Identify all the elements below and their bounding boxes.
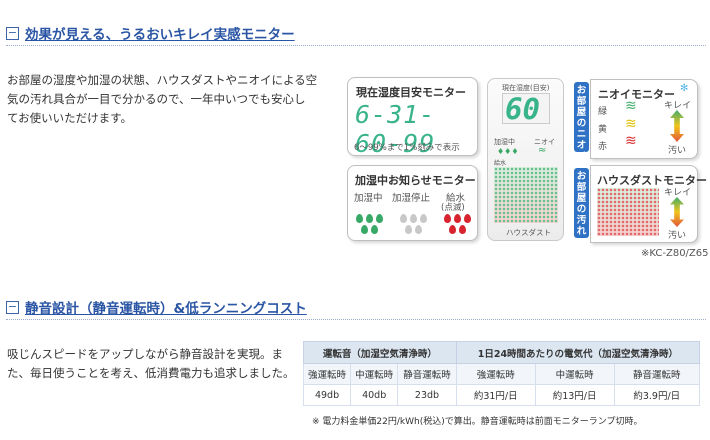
panel-title: 加湿中お知らせモニター [355,174,476,187]
table-cell: 強運転時 [302,363,352,385]
table-cell: 静音運転時 [397,363,457,385]
state-refill-blink: (点滅) [441,203,465,213]
humidity-monitor-panel: 現在湿度目安モニター 6-31-60-99 6～99%まで1%刻みで表示 [347,77,478,158]
level-green: 緑 [598,107,608,117]
collapse-icon[interactable]: − [6,299,19,314]
label-dirty: 汚い [668,146,687,156]
panel-title: ニオイモニター [598,88,675,101]
table-cell: 静音運転時 [613,363,701,385]
scale-arrow-icon [670,110,684,142]
dust-dot-gradient [597,188,659,236]
water-drop-icon [400,214,407,223]
table-cell: 約31円/日 [455,384,536,406]
water-drop-icon [459,225,466,234]
device-screen: 60 [502,92,550,126]
table-row: 49db 40db 23db 約31円/日 約13円/日 約3.9円/日 [302,384,701,406]
paragraph-line: てお使いいただけます。 [7,111,133,125]
water-drop-icon [444,214,451,223]
table-cell: 23db [397,384,457,406]
paragraph-line: た、毎日使うことを考え、低消費電力も追求しました。 [7,366,295,380]
section-title-text[interactable]: 効果が見える、うるおいキレイ実感モニター [25,27,295,43]
water-drop-icon [420,214,427,223]
level-yellow: 黄 [598,125,608,135]
water-drop-icon [376,214,383,223]
state-stopped: 加湿停止 [392,193,431,204]
water-drop-icon [371,225,378,234]
device-front-panel: 現在湿度(目安) 60 加湿中 ニオイ ♦♦♦ ≈ 給水 ハウスダスト [487,78,564,241]
device-label-humidify: 加湿中 [494,138,515,146]
device-odor-icon: ≈ [538,145,547,156]
device-label-water: 給水 [494,160,507,167]
paragraph-line: お部屋の湿度や加湿の状態、ハウスダストやニオイによる空 [7,73,318,87]
odor-monitor-panel: ニオイモニター ✻ 緑 黄 赤 ≋ ≋ ≋ キレイ 汚い [590,79,698,159]
wave-green-icon: ≋ [625,98,637,114]
table-cell: 40db [350,384,399,406]
water-drop-icon [454,214,461,223]
collapse-icon[interactable]: − [6,25,19,40]
section-title-text[interactable]: 静音設計（静音運転時）&低ランニングコスト [25,301,307,317]
display-range-note: 6～99%まで1%刻みで表示 [354,143,460,153]
table-cell: 約13円/日 [534,384,615,406]
paragraph-line: 吸じんスピードをアップしながら静音設計を実現。ま [7,347,283,361]
label-dirty: 汚い [668,231,687,241]
water-drop-icon [464,214,471,223]
panel-title: 現在湿度目安モニター [356,86,466,99]
paragraph-line: 気の汚れ具合が一目で分かるので、一年中いつでも安心し [7,92,306,106]
section-title-monitor: − 効果が見える、うるおいキレイ実感モニター [6,23,295,43]
wave-red-icon: ≋ [625,133,637,149]
table-header-noise: 運転音（加湿空気清浄時） [303,341,457,364]
table-cell: 中運転時 [534,363,615,385]
table-cell: 約3.9円/日 [613,384,701,406]
water-drop-icon [361,225,368,234]
table-cell: 49db [302,384,352,406]
section-title-quiet: − 静音設計（静音運転時）&低ランニングコスト [6,297,307,317]
water-drop-icon [405,225,412,234]
star-icon: ✻ [680,83,689,94]
label-clean: キレイ [664,188,692,198]
label-clean: キレイ [664,101,692,111]
level-red: 赤 [598,142,608,152]
device-dust-label: ハウスダスト [506,228,551,237]
device-dust-indicator [494,167,558,223]
device-label-odor: ニオイ [534,138,555,146]
water-drop-icon [415,225,422,234]
dust-side-label: お部屋の汚れ [574,168,589,238]
state-humidifying: 加湿中 [354,193,383,204]
device-humidity-value: 60 [505,92,540,126]
section-divider [6,45,706,46]
water-drop-icon [356,214,363,223]
panel-title: ハウスダストモニター [597,174,707,187]
water-drop-icon [449,225,456,234]
table-header-cost: 1日24時間あたりの電気代（加湿空気清浄時） [455,341,701,364]
section2-paragraph: 吸じんスピードをアップしながら静音設計を実現。ま た、毎日使うことを考え、低消費… [7,345,302,383]
odor-side-label: お部屋のニオイ [574,82,589,162]
section1-paragraph: お部屋の湿度や加湿の状態、ハウスダストやニオイによる空 気の汚れ具合が一目で分か… [7,71,337,128]
state-refill: 給水 [446,193,466,204]
humidify-monitor-panel: 加湿中お知らせモニター 加湿中 加湿停止 給水 (点滅) [347,165,478,241]
model-note: ※KC-Z80/Z65 [641,248,709,259]
segment-display: 6-31-60-99 [355,100,436,158]
table-cell: 中運転時 [350,363,399,385]
scale-arrow-icon [670,197,684,227]
table-cell: 強運転時 [455,363,536,385]
wave-yellow-icon: ≋ [625,116,637,132]
table-row: 強運転時 中運転時 静音運転時 強運転時 中運転時 静音運転時 [302,363,701,385]
footnote: ※ 電力料金単価22円/kWh(税込)で算出。静音運転時は前面モニターランプ切時… [312,417,643,427]
device-screen-label: 現在湿度(目安) [502,84,550,92]
section-divider [6,319,706,320]
water-drop-icon [366,214,373,223]
device-drops-icon: ♦♦♦ [497,147,519,156]
table-header-row: 運転音（加湿空気清浄時） 1日24時間あたりの電気代（加湿空気清浄時） [303,341,701,364]
dust-monitor-panel: ハウスダストモニター キレイ 汚い [590,165,707,243]
water-drop-icon [410,214,417,223]
spec-table: 運転音（加湿空気清浄時） 1日24時間あたりの電気代（加湿空気清浄時） 強運転時… [302,341,701,406]
